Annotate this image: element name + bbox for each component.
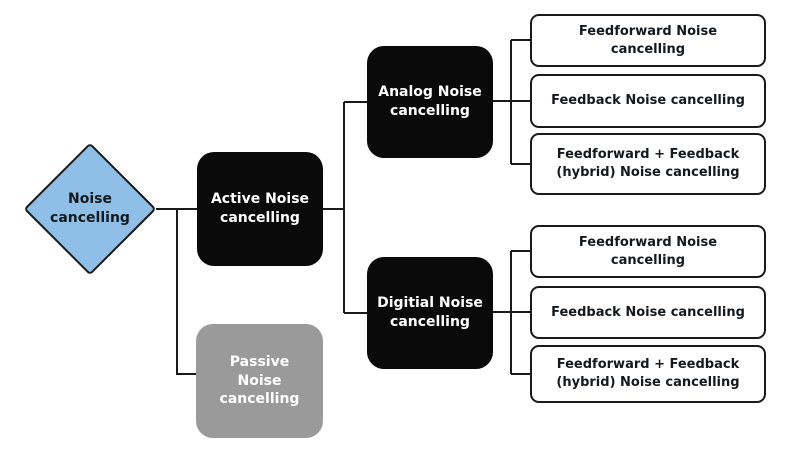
node-passive-noise-cancelling: Passive Noise cancelling [196, 324, 323, 438]
node-analog-label: Analog Noise cancelling [378, 84, 482, 119]
node-analog-hybrid: Feedforward + Feedback (hybrid) Noise ca… [530, 133, 766, 195]
node-digital-feedforward: Feedforward Noise cancelling [530, 225, 766, 278]
node-active-noise-cancelling: Active Noise cancelling [197, 152, 323, 266]
node-digital-feedback: Feedback Noise cancelling [530, 286, 766, 339]
node-active-label: Active Noise cancelling [210, 191, 310, 226]
node-analog-feedforward: Feedforward Noise cancelling [530, 14, 766, 67]
connector-root-to-passive [176, 209, 196, 375]
node-digital-noise-cancelling: Digitial Noise cancelling [367, 257, 493, 369]
node-analog-hybrid-label: Feedforward + Feedback (hybrid) Noise ca… [556, 147, 740, 180]
node-digital-feedback-label: Feedback Noise cancelling [551, 304, 745, 320]
node-digital-feedforward-label: Feedforward Noise cancelling [578, 234, 718, 268]
node-analog-feedback-label: Feedback Noise cancelling [551, 93, 745, 109]
node-analog-feedforward-label: Feedforward Noise cancelling [578, 23, 718, 57]
node-digital-hybrid: Feedforward + Feedback (hybrid) Noise ca… [530, 345, 766, 403]
node-analog-noise-cancelling: Analog Noise cancelling [367, 46, 493, 158]
node-analog-feedback: Feedback Noise cancelling [530, 74, 766, 128]
node-noise-cancelling-label: Noise cancelling [50, 191, 130, 226]
node-digital-label: Digitial Noise cancelling [377, 295, 483, 330]
node-passive-label: Passive Noise cancelling [219, 353, 300, 408]
node-digital-hybrid-label: Feedforward + Feedback (hybrid) Noise ca… [556, 357, 740, 390]
